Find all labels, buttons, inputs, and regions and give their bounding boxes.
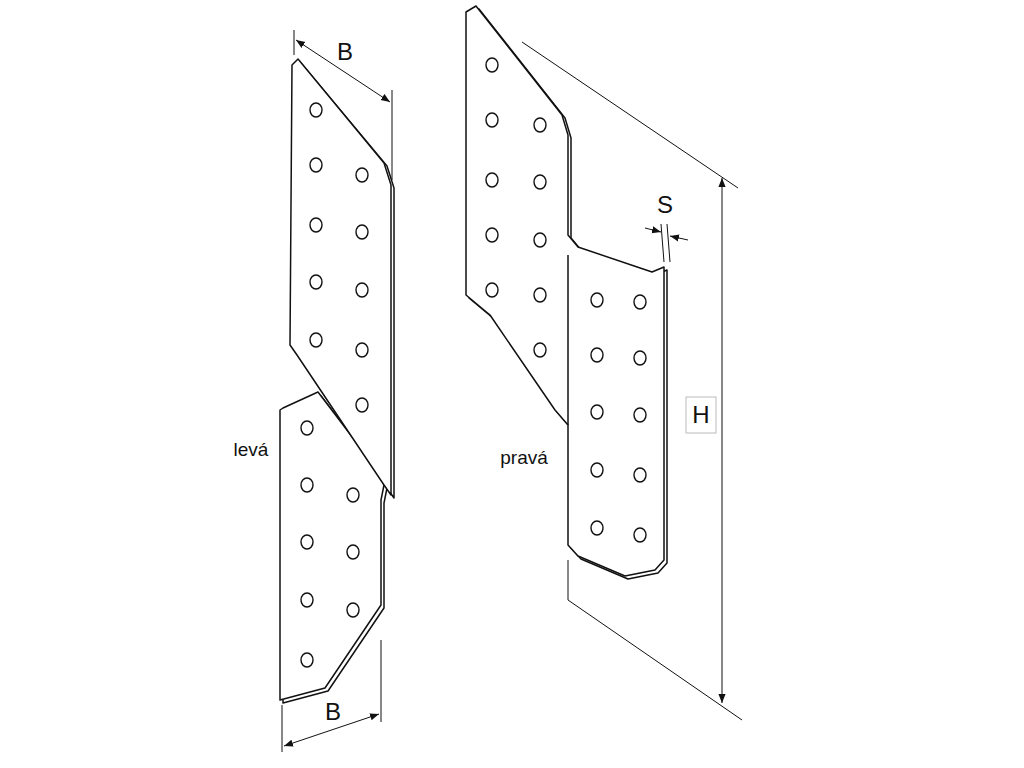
dimension-label: S bbox=[655, 192, 675, 218]
fold-line bbox=[567, 255, 569, 425]
dimension-label: H bbox=[690, 402, 711, 428]
dimension-label: B bbox=[323, 699, 343, 725]
part-name: levá bbox=[232, 440, 271, 461]
dimension-label: B bbox=[335, 39, 355, 65]
dimension-lines bbox=[282, 30, 742, 752]
part-name: pravá bbox=[498, 448, 550, 469]
nail-holes bbox=[301, 58, 646, 667]
right-plate bbox=[466, 6, 664, 576]
upper-plate bbox=[290, 59, 391, 495]
